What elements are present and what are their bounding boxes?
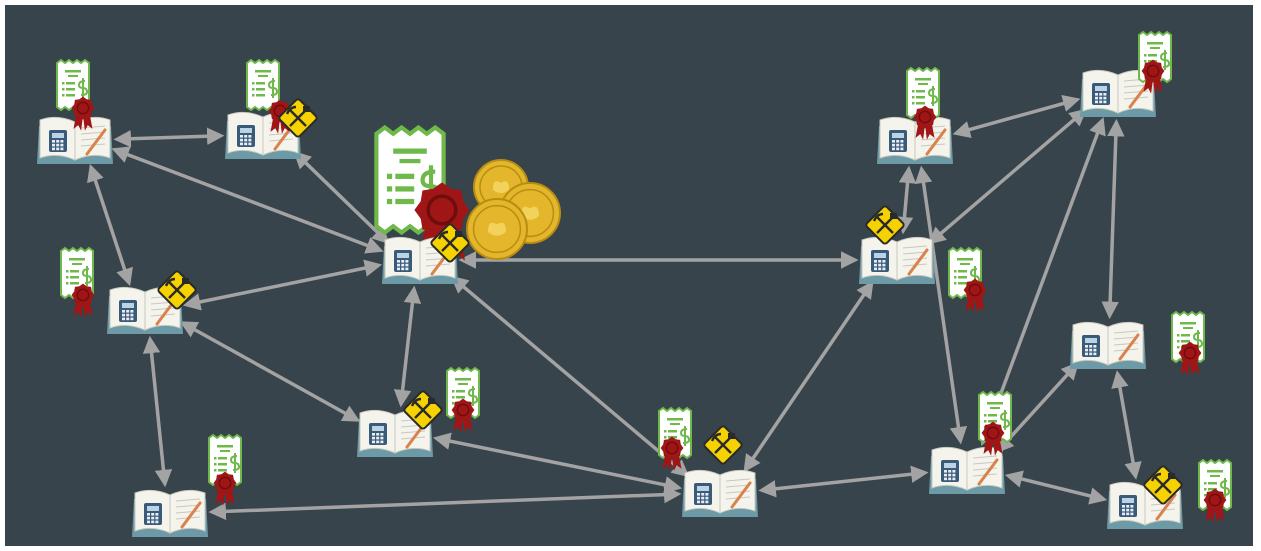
ledger-book-icon (859, 236, 935, 284)
ledger-book-icon (132, 489, 208, 537)
edge-n11-n13 (1111, 370, 1142, 480)
edge-n3-n5 (393, 285, 422, 408)
network-canvas (5, 5, 1253, 546)
receipt-icon (906, 66, 940, 120)
wax-seal-icon (981, 421, 1005, 456)
edge-n4-n6 (142, 335, 173, 488)
wax-seal-icon (963, 278, 987, 313)
edge-n4-n3 (182, 259, 383, 311)
ledger-network-diagram (5, 5, 1253, 546)
ledger-node-n2 (225, 58, 318, 159)
mining-sign-icon (865, 205, 905, 245)
edge-n7-n6 (208, 485, 682, 521)
mining-sign-icon (403, 390, 443, 430)
mining-sign-icon (278, 98, 318, 138)
mining-sign-icon (1143, 465, 1183, 505)
nodes-layer (37, 30, 1232, 537)
ledger-node-n7 (658, 406, 758, 517)
wax-seal-icon (1178, 341, 1202, 376)
mining-sign-icon (430, 223, 470, 263)
edge-n12-n13 (1004, 470, 1108, 505)
wax-seal-icon (451, 398, 475, 433)
wax-seal-icon (1203, 488, 1227, 523)
edge-n9-n12 (914, 165, 968, 445)
edge-n2-n3 (293, 150, 390, 245)
ledger-book-icon (877, 116, 953, 164)
ledger-node-n1 (37, 58, 113, 164)
ledger-book-icon (929, 446, 1005, 494)
ledger-book-icon (1070, 321, 1146, 369)
mining-sign-icon (157, 270, 197, 310)
wax-seal-icon (71, 283, 95, 318)
ledger-node-n12 (929, 390, 1012, 494)
ledger-node-n3 (374, 124, 561, 284)
ledger-node-n10 (1080, 30, 1172, 117)
ledger-book-icon (357, 409, 433, 457)
edge-n4-n5 (179, 321, 361, 422)
ledger-book-icon (37, 116, 113, 164)
receipt-icon (246, 58, 280, 112)
ledger-book-icon (682, 469, 758, 517)
ledger-book-icon (382, 236, 458, 284)
edge-n7-n8 (743, 280, 874, 473)
edge-n5-n7 (432, 432, 683, 494)
canvas-background (5, 5, 1253, 546)
ledger-node-n6 (132, 433, 242, 537)
ledger-node-n9 (877, 66, 953, 164)
edge-n1-n4 (87, 163, 133, 287)
ledger-node-n5 (357, 366, 480, 457)
ledger-node-n13 (1107, 458, 1232, 529)
wax-seal-icon (913, 105, 937, 140)
wax-seal-icon (660, 436, 684, 471)
ledger-book-icon (107, 286, 183, 334)
wax-seal-icon (213, 471, 237, 506)
mining-sign-icon (703, 425, 743, 465)
gold-coin-icon (466, 198, 528, 260)
edge-n8-n9 (895, 165, 917, 235)
edge-n9-n10 (952, 94, 1081, 139)
edge-n1-n2 (113, 127, 225, 148)
edge-n10-n11 (1101, 118, 1125, 320)
ledger-node-n8 (859, 205, 987, 313)
ledger-node-n11 (1070, 310, 1205, 376)
ledger-book-icon (1080, 69, 1156, 117)
edge-n7-n12 (758, 465, 929, 498)
ledger-node-n4 (60, 246, 197, 334)
wax-seal-icon (1141, 59, 1165, 94)
wax-seal-icon (71, 96, 95, 131)
